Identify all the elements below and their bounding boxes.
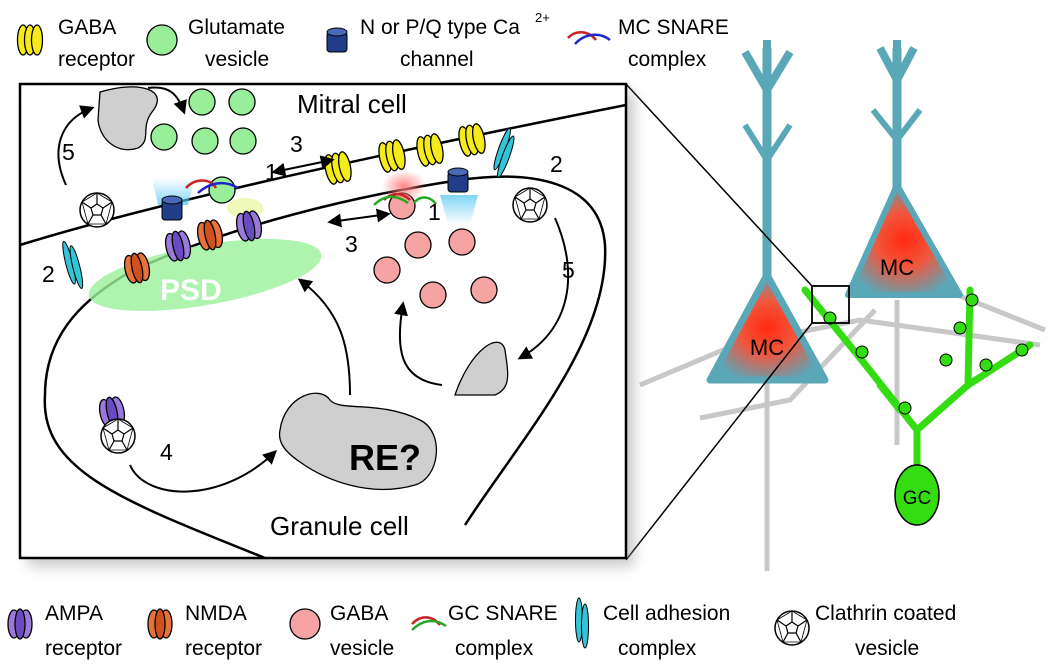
legend-bottom: AMPA receptor NMDA receptor GABA vesicle… — [7, 597, 956, 660]
neurons-illustration: MC MC — [625, 40, 1046, 571]
legend-glutamate-1: Glutamate — [188, 16, 285, 39]
granule-cell-label: Granule cell — [270, 511, 409, 541]
glutamate-vesicles — [150, 88, 257, 204]
legend-gaba-vesicle-2: vesicle — [330, 637, 394, 660]
mitral-cell-label: Mitral cell — [297, 89, 407, 119]
legend-top: GABA receptor Glutamate vesicle N or P/Q… — [16, 10, 729, 71]
legend-gaba-vesicle-1: GABA — [330, 602, 388, 625]
step-2-left: 2 — [42, 261, 55, 287]
legend-gaba-receptor-2: receptor — [58, 48, 135, 71]
granule-cell-illustration — [801, 286, 1034, 526]
zoom-box — [811, 285, 850, 324]
legend-mc-snare-2: complex — [628, 48, 707, 71]
recycling-endosome — [278, 392, 437, 491]
legend-nmda-2: receptor — [185, 637, 262, 660]
mc-back-label: MC — [880, 255, 914, 280]
legend-gc-snare-2: complex — [455, 637, 534, 660]
inset-panel — [18, 82, 628, 560]
re-label: RE? — [349, 437, 421, 478]
legend-mc-snare-1: MC SNARE — [618, 16, 729, 39]
mitral-cell-back — [845, 40, 963, 298]
psd-label: PSD — [160, 274, 222, 307]
step-1-right: 1 — [428, 199, 441, 225]
legend-ampa-1: AMPA — [45, 602, 103, 625]
granule-membrane — [43, 175, 607, 560]
psd — [88, 239, 322, 311]
step-5-left: 5 — [62, 139, 75, 165]
legend-gaba-receptor-1: GABA — [58, 16, 116, 39]
legend-glutamate-2: vesicle — [205, 48, 269, 71]
step-3-top: 3 — [290, 131, 303, 157]
legend-ca-channel-sup: 2+ — [535, 10, 550, 25]
endosome-top — [97, 86, 158, 151]
step-5-right: 5 — [562, 257, 575, 283]
mitral-membrane — [19, 103, 627, 247]
step-2-right: 2 — [550, 151, 563, 177]
gc-label: GC — [903, 488, 932, 509]
legend-ampa-2: receptor — [45, 637, 122, 660]
legend-ca-channel-2: channel — [400, 48, 474, 71]
legend-clathrin-2: vesicle — [855, 637, 919, 660]
step-4: 4 — [160, 439, 173, 465]
legend-nmda-1: NMDA — [185, 602, 247, 625]
legend-adhesion-1: Cell adhesion — [603, 602, 730, 625]
legend-adhesion-2: complex — [618, 637, 697, 660]
legend-clathrin-1: Clathrin coated — [815, 602, 956, 625]
legend-ca-channel-1: N or P/Q type Ca — [360, 16, 520, 39]
legend-gc-snare-1: GC SNARE — [448, 602, 558, 625]
endosome-right — [454, 341, 509, 396]
step-3-mid: 3 — [345, 231, 358, 257]
mc-front-label: MC — [750, 335, 784, 360]
step-1-left: 1 — [265, 159, 278, 185]
inset-content: PSD RE? — [19, 86, 627, 560]
